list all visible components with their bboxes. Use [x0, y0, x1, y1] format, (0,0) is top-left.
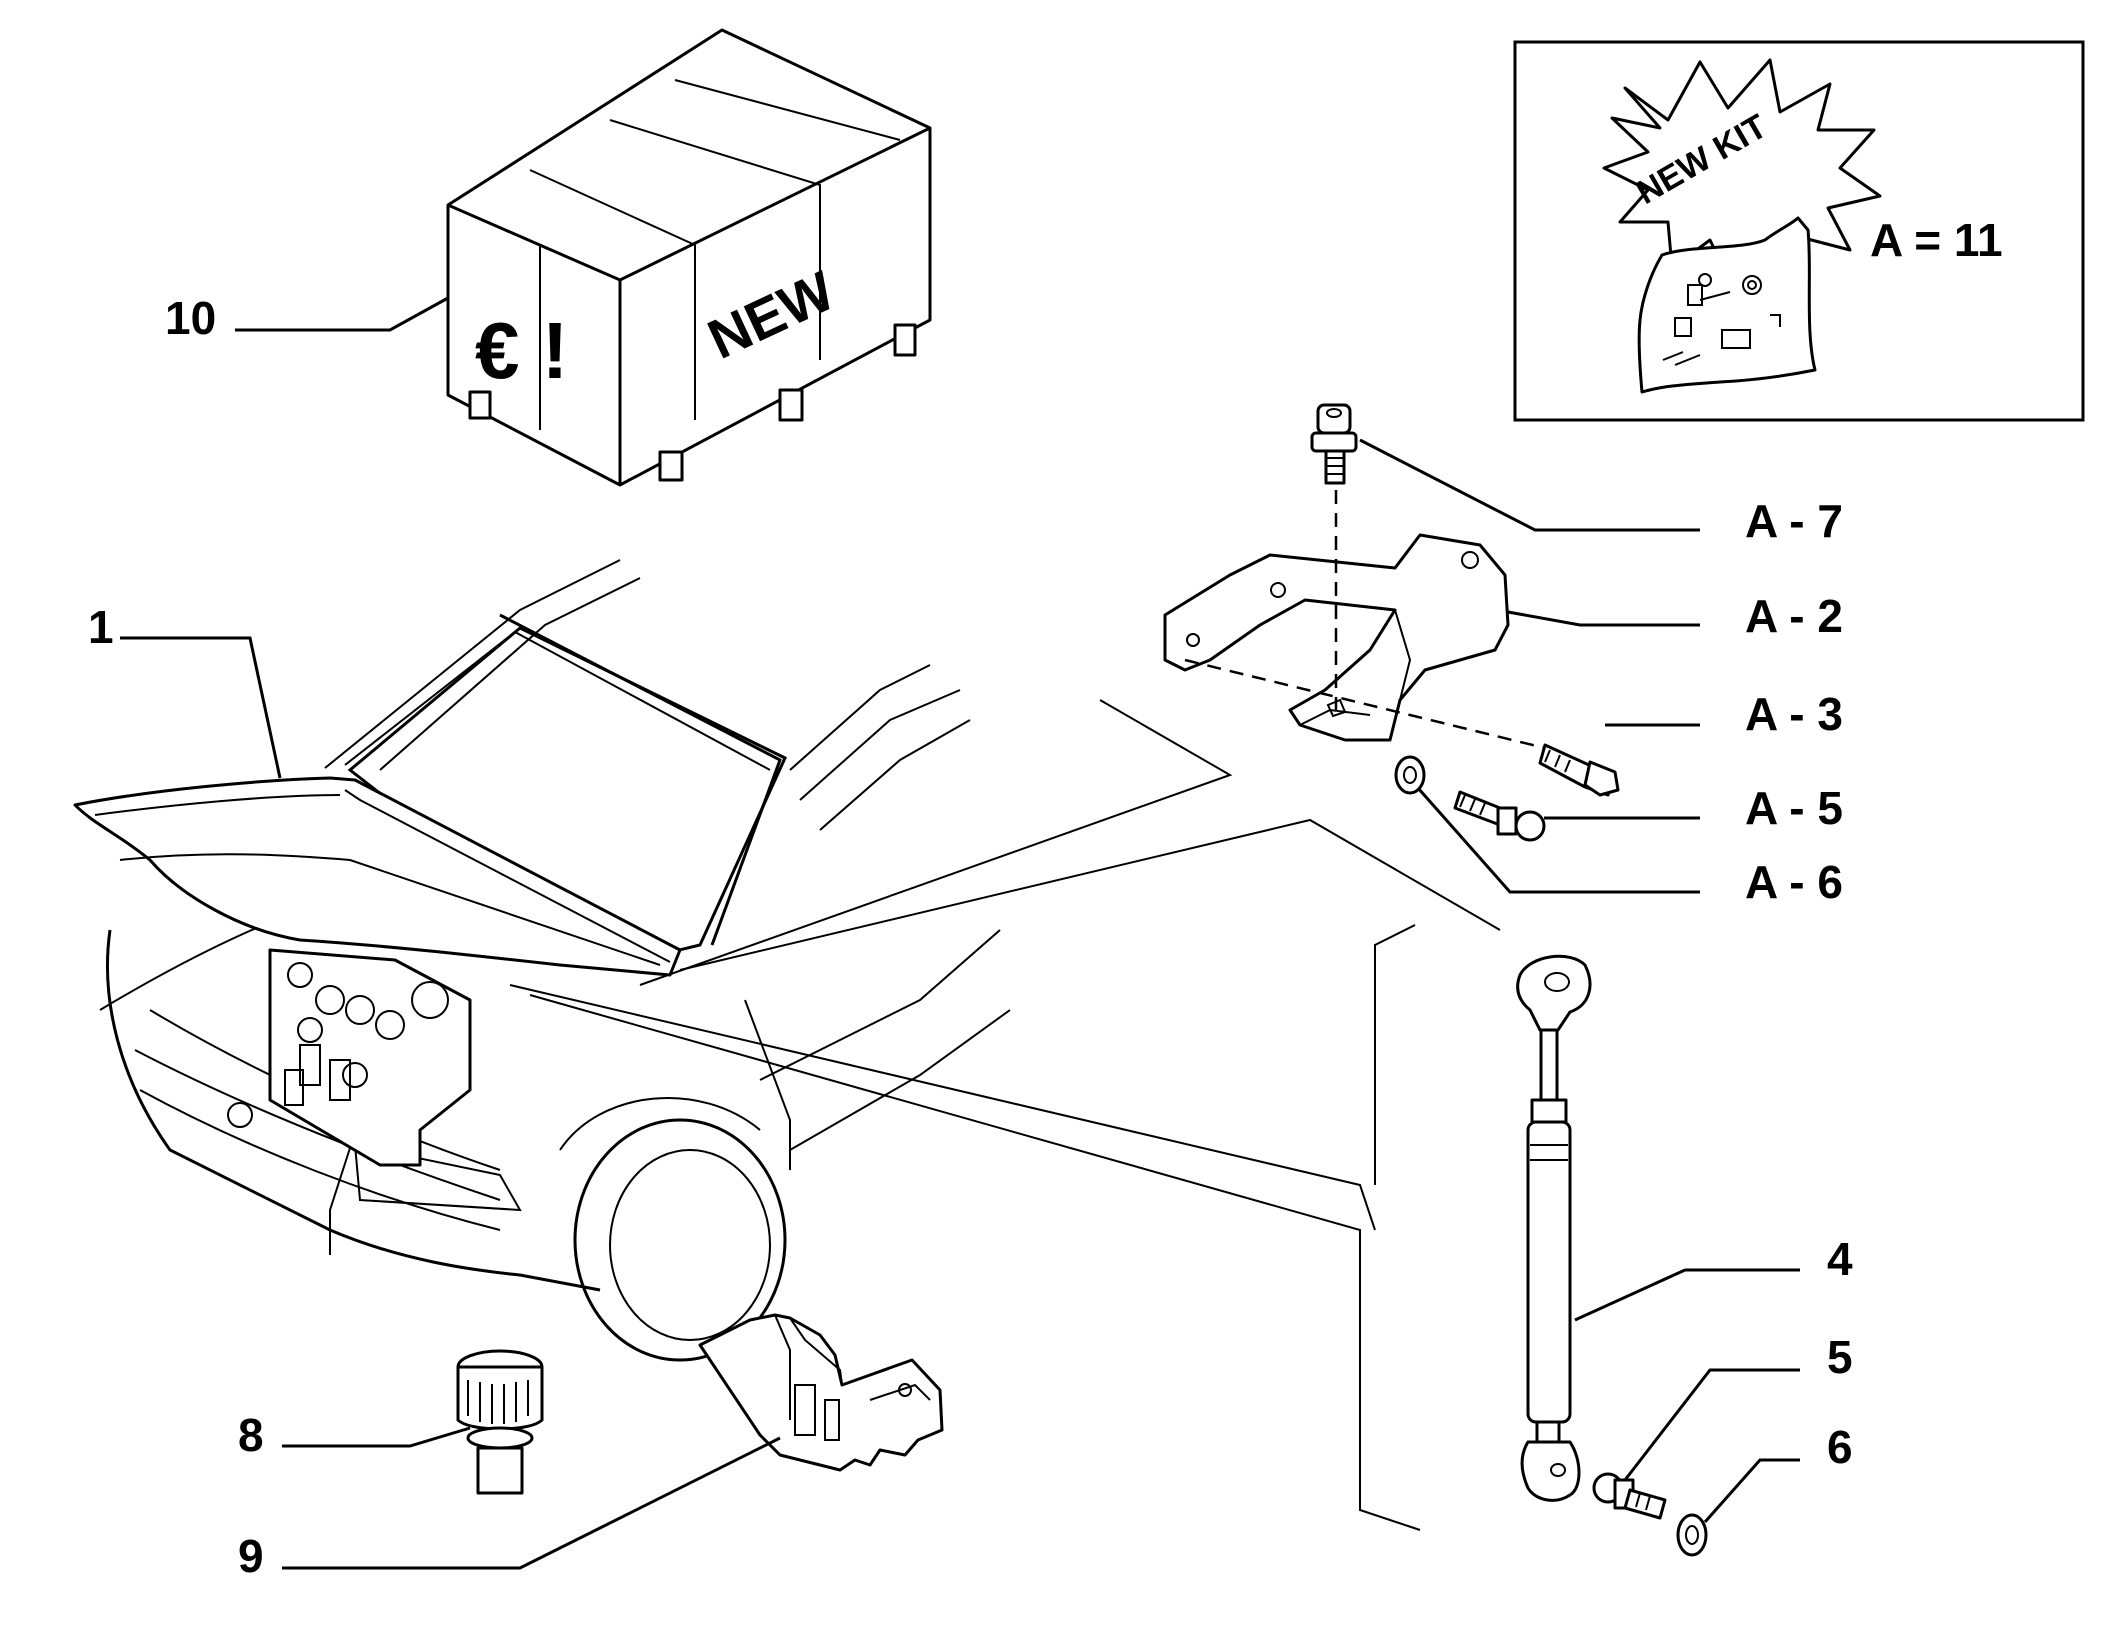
- leader-1: [120, 636, 282, 779]
- leader-a2: [1507, 610, 1700, 627]
- callout-8: 8: [238, 1409, 264, 1461]
- washer-6: [1676, 1513, 1708, 1557]
- bracket-a2: [1163, 533, 1510, 742]
- callout-9: 9: [238, 1530, 264, 1582]
- leader-8: [282, 1426, 471, 1448]
- kit-bag-icon: [1637, 216, 1817, 394]
- zoom-line-upper: [639, 699, 1233, 986]
- leader-10: [235, 296, 449, 332]
- kit-inset: NEW KIT A = 11: [1513, 40, 2085, 422]
- gas-strut-4: [1516, 954, 1592, 1502]
- callout-4: 4: [1827, 1233, 1853, 1285]
- zoom-frame-right: [1374, 924, 1416, 1185]
- zoom-line-lower-2: [529, 994, 1421, 1531]
- zoom-line-upper-2: [679, 818, 1501, 971]
- kit-equation: A = 11: [1870, 214, 2003, 266]
- zoom-line-lower: [509, 984, 1376, 1231]
- crate-10: NEW € !: [446, 28, 932, 487]
- rubber-stop-8: [456, 1349, 544, 1495]
- callout-a2: A - 2: [1745, 590, 1843, 642]
- bolt-a7: [1310, 403, 1358, 485]
- car-outline: [99, 559, 1011, 1362]
- engine-block: [268, 948, 472, 1167]
- callout-6: 6: [1827, 1421, 1853, 1473]
- leader-4: [1574, 1268, 1800, 1322]
- washer-a6: [1394, 755, 1426, 795]
- callout-a7: A - 7: [1745, 495, 1843, 547]
- axis-a3: [1184, 658, 1546, 750]
- callout-a3: A - 3: [1745, 688, 1843, 740]
- latch-9: [698, 1313, 944, 1472]
- callout-10: 10: [165, 292, 216, 344]
- leader-a6: [1416, 787, 1700, 894]
- callout-5: 5: [1827, 1331, 1853, 1383]
- callout-a6: A - 6: [1745, 856, 1843, 908]
- callout-a5: A - 5: [1745, 782, 1843, 834]
- crate-euro-text: € !: [475, 306, 568, 395]
- callout-1: 1: [88, 601, 114, 653]
- new-kit-starburst: NEW KIT: [1602, 58, 1882, 284]
- ball-stud-a5: [1453, 790, 1546, 842]
- leader-9: [282, 1436, 781, 1570]
- leader-a7: [1359, 438, 1700, 532]
- hood-1: [73, 776, 682, 977]
- ball-stud-5: [1592, 1472, 1667, 1520]
- bolt-a3: [1538, 743, 1620, 797]
- leader-6: [1703, 1458, 1800, 1523]
- leader-5: [1623, 1368, 1800, 1481]
